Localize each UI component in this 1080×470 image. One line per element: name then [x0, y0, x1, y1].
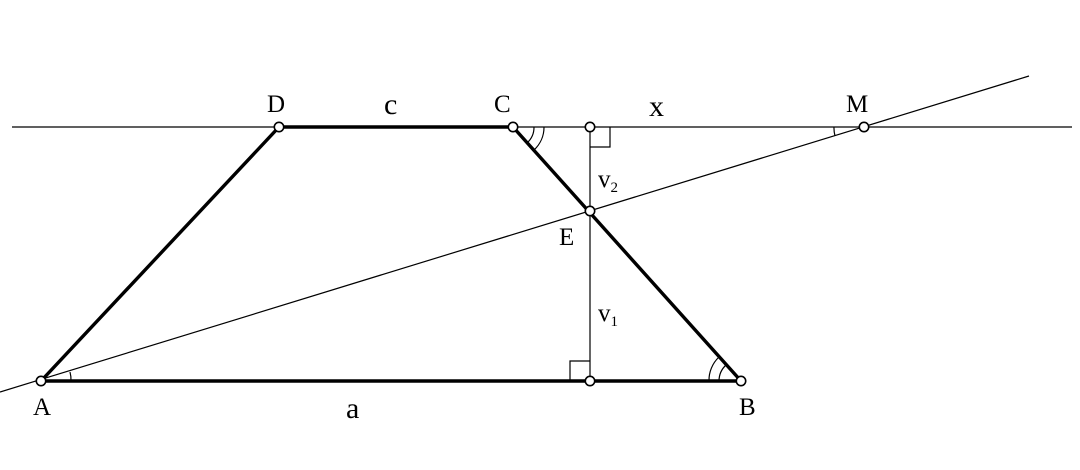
label-e: E	[559, 224, 574, 251]
label-v1: v1	[598, 300, 618, 330]
right-angle-top-mark	[590, 127, 611, 148]
label-b: B	[739, 394, 756, 421]
point-b	[735, 375, 747, 387]
label-v1-main: v	[598, 300, 611, 327]
right-angle-bottom-mark	[569, 360, 590, 381]
angle-arc-b-outer	[708, 356, 720, 382]
point-a	[35, 375, 47, 387]
label-segment-a: a	[346, 392, 359, 425]
angle-arc-m	[833, 126, 836, 137]
label-m: M	[846, 91, 868, 118]
angle-arc-b-inner	[718, 364, 727, 382]
label-c: C	[494, 91, 511, 118]
point-foot-bottom	[584, 375, 596, 387]
label-a: A	[33, 394, 51, 421]
label-segment-c: c	[384, 88, 397, 121]
label-v2-sub: 2	[611, 180, 619, 196]
line-amey	[0, 75, 1030, 393]
point-c	[507, 121, 519, 133]
angle-arc-c-outer	[526, 126, 535, 144]
angle-arc-c-inner	[533, 126, 545, 151]
point-d	[273, 121, 285, 133]
angle-arc-a	[69, 371, 72, 382]
label-v1-sub: 1	[611, 314, 619, 330]
label-v2-main: v	[598, 166, 611, 193]
point-e	[584, 205, 596, 217]
point-foot-top	[584, 121, 596, 133]
label-v2: v2	[598, 166, 618, 196]
trapezoid-sides	[39, 125, 743, 383]
label-d: D	[267, 91, 285, 118]
point-m	[858, 121, 870, 133]
label-segment-x: x	[649, 90, 664, 123]
